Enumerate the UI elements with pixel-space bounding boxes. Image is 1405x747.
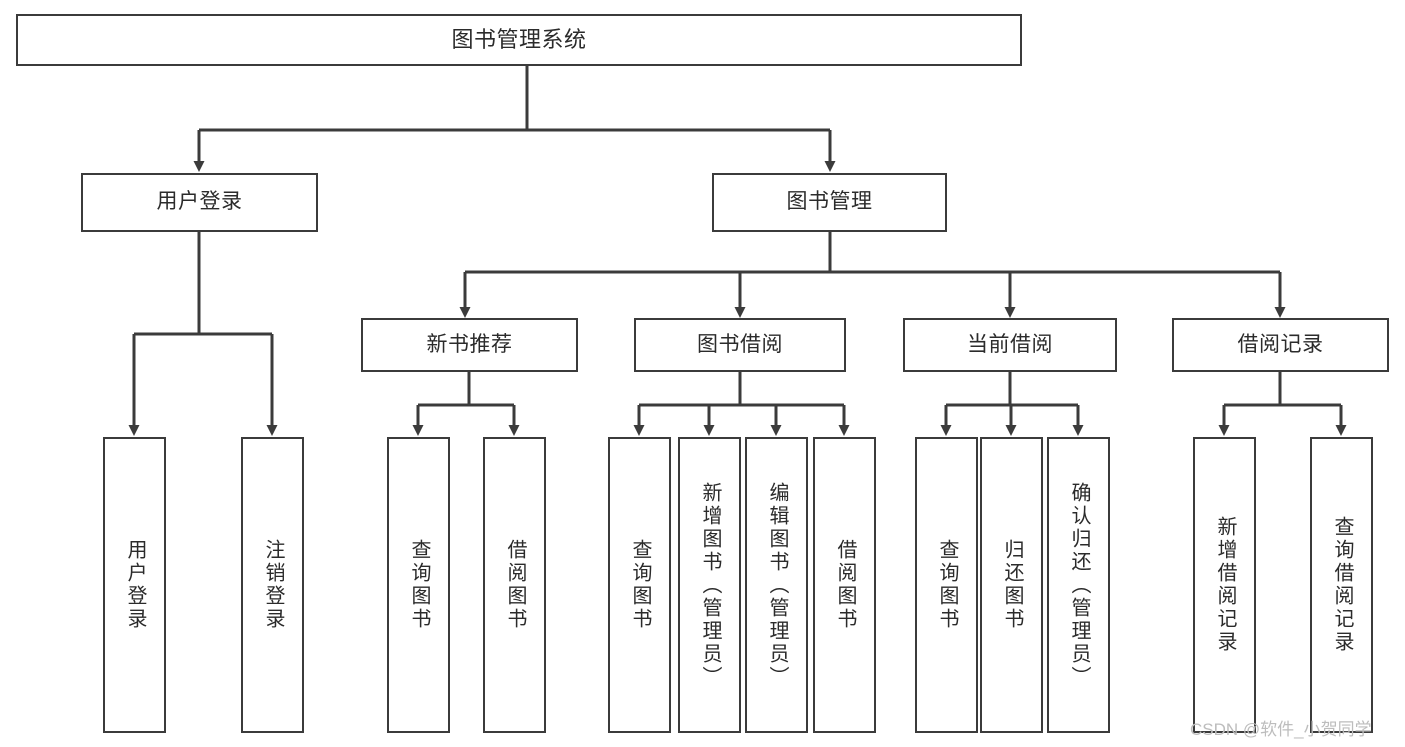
node-borrow-record[interactable]: 借阅记录 <box>1172 318 1389 372</box>
node-label: 图书管理 <box>786 190 873 214</box>
node-label: 确认归还（管理员） <box>1068 481 1090 689</box>
leaf-user-logout[interactable]: 注销登录 <box>241 437 304 733</box>
node-label: 查询图书 <box>408 539 430 631</box>
node-label: 图书借阅 <box>697 332 783 356</box>
node-book-borrow[interactable]: 图书借阅 <box>634 318 846 372</box>
node-label: 借阅记录 <box>1237 332 1324 356</box>
node-label: 用户登录 <box>124 539 146 631</box>
node-user-login[interactable]: 用户登录 <box>81 173 318 232</box>
node-label: 当前借阅 <box>967 332 1053 356</box>
node-label: 新增图书（管理员） <box>699 481 721 689</box>
node-label: 查询图书 <box>936 539 958 631</box>
leaf-recommend-borrow-book[interactable]: 借阅图书 <box>483 437 546 733</box>
node-label: 归还图书 <box>1001 539 1023 631</box>
leaf-borrow-borrow-book[interactable]: 借阅图书 <box>813 437 876 733</box>
leaf-recommend-query-book[interactable]: 查询图书 <box>387 437 450 733</box>
node-root-system[interactable]: 图书管理系统 <box>16 14 1022 66</box>
leaf-record-query-record[interactable]: 查询借阅记录 <box>1310 437 1373 733</box>
leaf-record-add-record[interactable]: 新增借阅记录 <box>1193 437 1256 733</box>
node-label: 编辑图书（管理员） <box>766 481 788 689</box>
node-label: 借阅图书 <box>504 539 526 631</box>
node-label: 查询图书 <box>629 539 651 631</box>
leaf-borrow-query-book[interactable]: 查询图书 <box>608 437 671 733</box>
node-label: 借阅图书 <box>834 539 856 631</box>
leaf-borrow-edit-book[interactable]: 编辑图书（管理员） <box>745 437 808 733</box>
leaf-current-return-book[interactable]: 归还图书 <box>980 437 1043 733</box>
node-label: 用户登录 <box>156 190 243 214</box>
node-current-borrow[interactable]: 当前借阅 <box>903 318 1117 372</box>
node-book-management[interactable]: 图书管理 <box>712 173 947 232</box>
leaf-user-login[interactable]: 用户登录 <box>103 437 166 733</box>
node-label: 新书推荐 <box>426 332 513 356</box>
node-label: 图书管理系统 <box>451 27 587 53</box>
node-label: 注销登录 <box>262 539 284 631</box>
node-label: 查询借阅记录 <box>1331 516 1353 654</box>
leaf-current-confirm-return[interactable]: 确认归还（管理员） <box>1047 437 1110 733</box>
leaf-current-query-book[interactable]: 查询图书 <box>915 437 978 733</box>
node-label: 新增借阅记录 <box>1214 516 1236 654</box>
node-new-book-recommend[interactable]: 新书推荐 <box>361 318 578 372</box>
leaf-borrow-add-book[interactable]: 新增图书（管理员） <box>678 437 741 733</box>
